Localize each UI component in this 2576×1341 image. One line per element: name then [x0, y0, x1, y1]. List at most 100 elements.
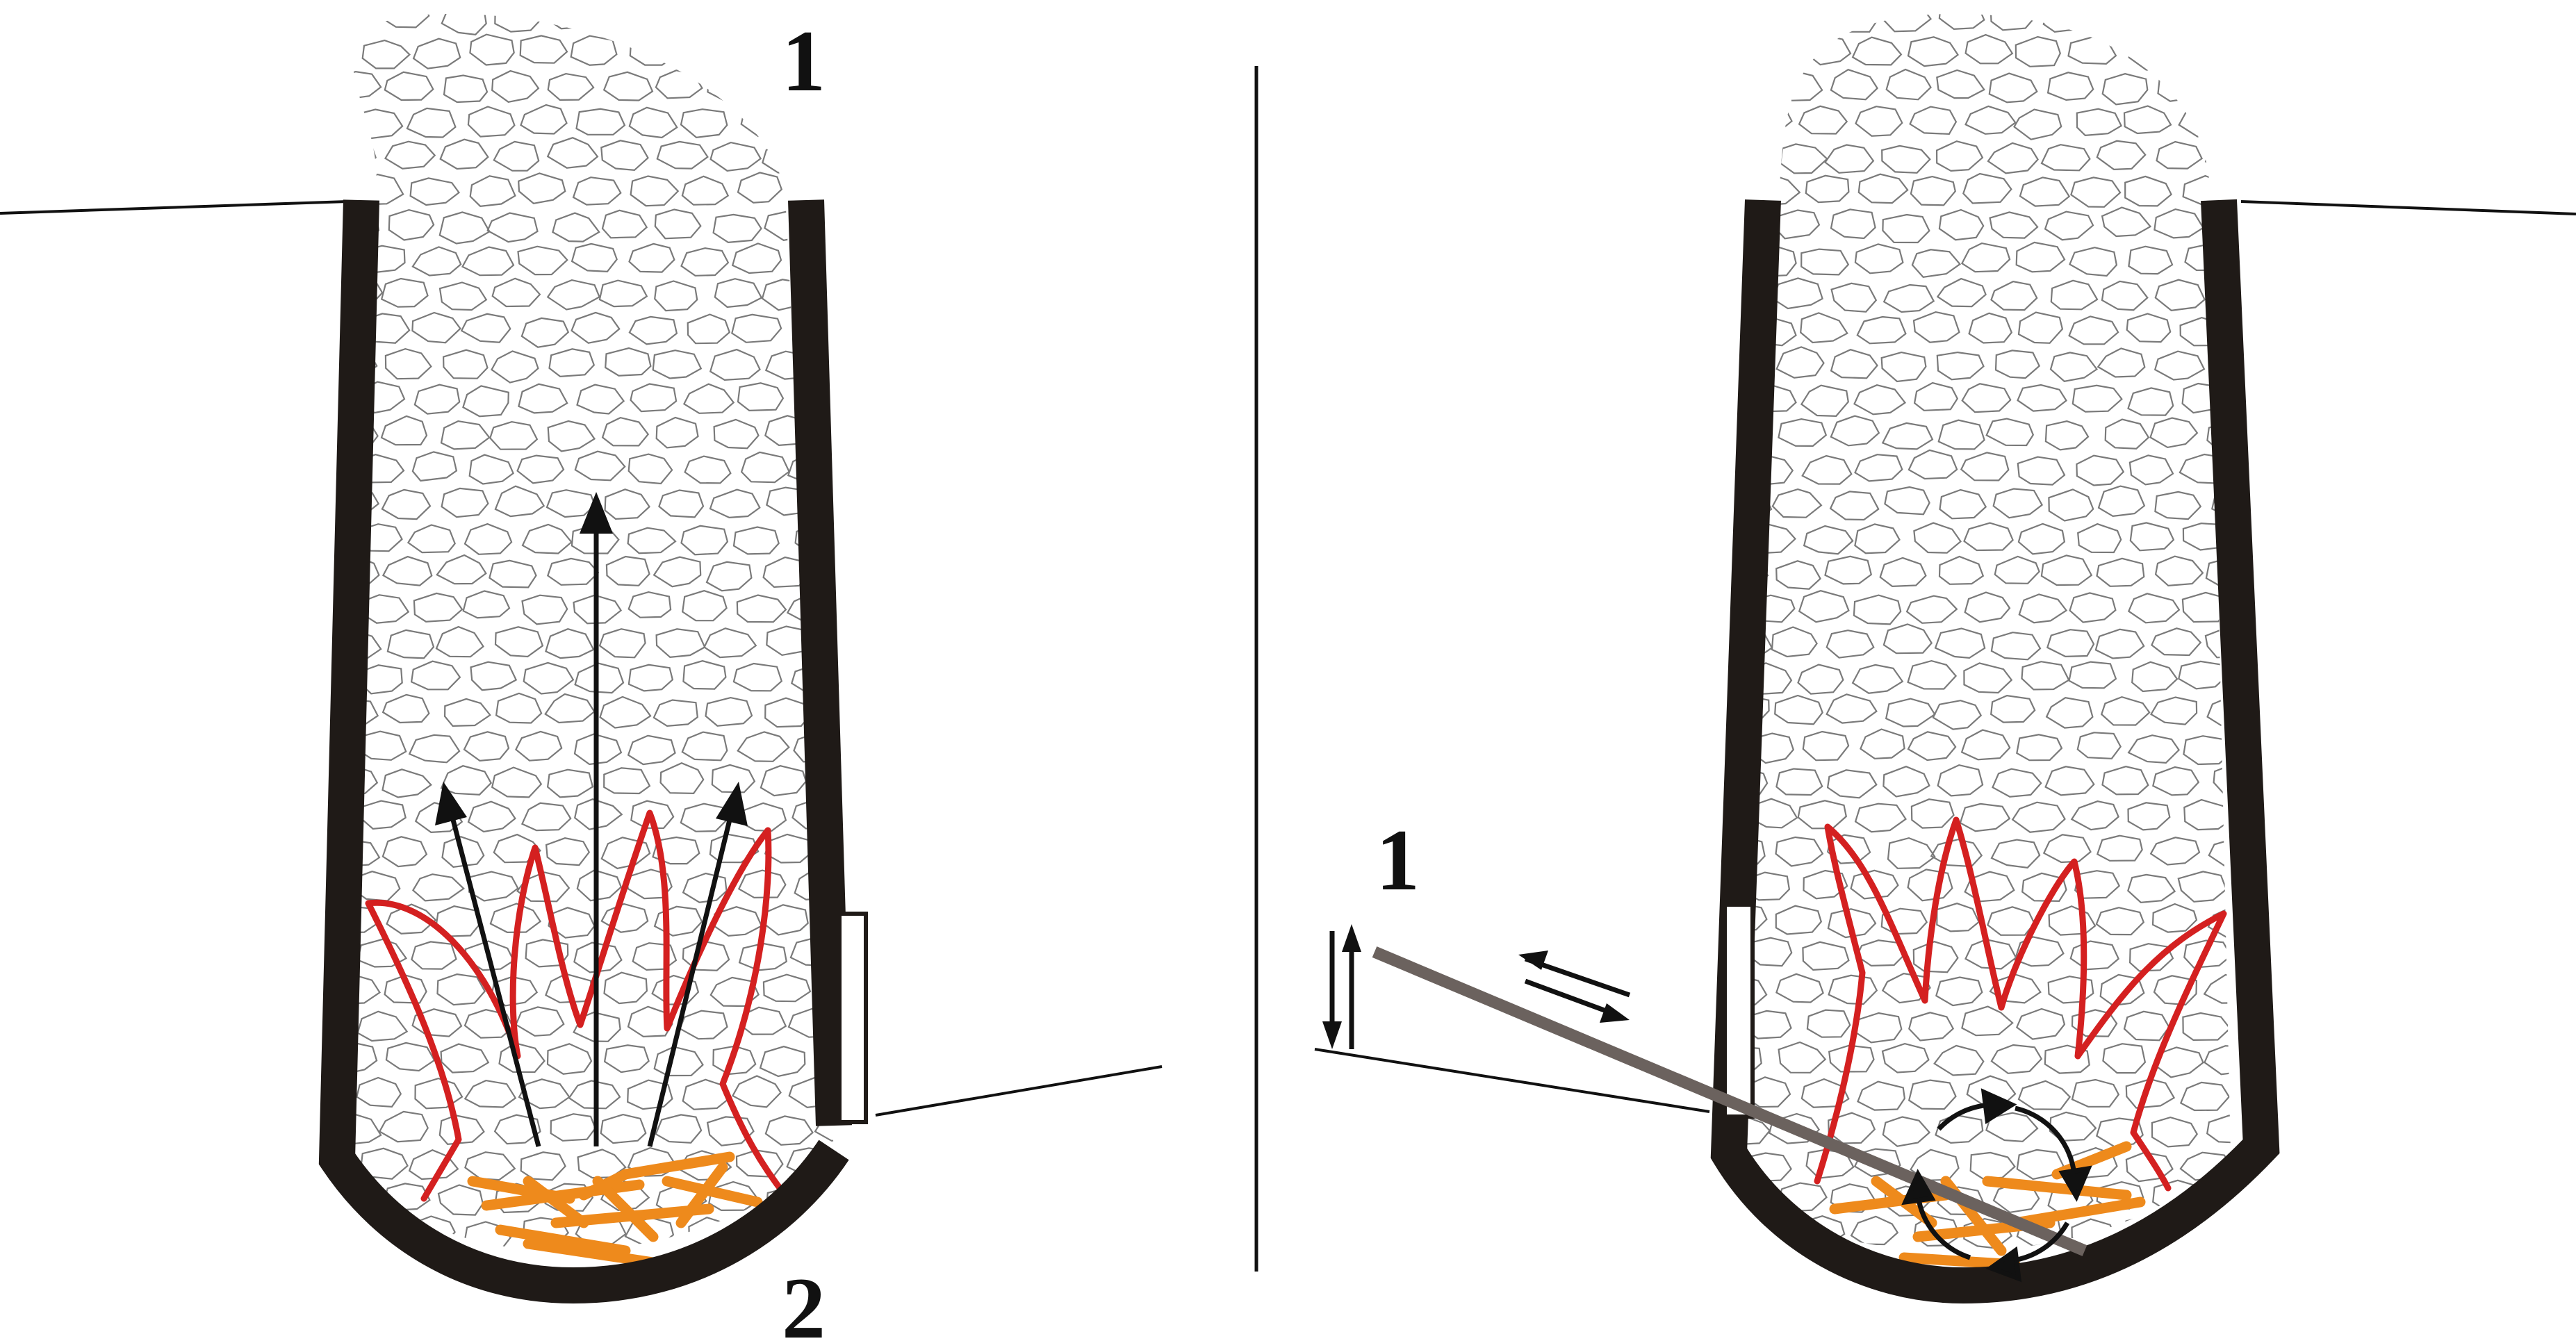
- stone-shape: [734, 527, 779, 554]
- stone-shape: [2077, 109, 2122, 135]
- stone-shape: [2019, 313, 2062, 343]
- stone-shape: [657, 142, 708, 169]
- stone-shape: [436, 627, 484, 657]
- stone-shape: [684, 384, 733, 413]
- stone-shape: [437, 555, 486, 584]
- stone-shape: [2046, 421, 2088, 450]
- stone-shape: [1939, 210, 1983, 240]
- stone-shape: [655, 907, 702, 936]
- stone-shape: [2179, 871, 2226, 901]
- stone-shape: [1778, 419, 1826, 446]
- stone-shape: [1992, 281, 2037, 310]
- stone-shape: [766, 1116, 813, 1144]
- stone-shape: [2151, 698, 2197, 725]
- stone-shape: [441, 421, 489, 449]
- stone-shape: [2128, 803, 2170, 830]
- stone-shape: [1914, 523, 1960, 553]
- stone-shape: [684, 37, 730, 65]
- stone-shape: [412, 313, 460, 343]
- stone-shape: [492, 351, 539, 382]
- stone-shape: [1775, 211, 1819, 239]
- stone-shape: [1776, 72, 1823, 101]
- stone-shape: [415, 385, 459, 414]
- stone-shape: [2020, 177, 2069, 206]
- stone-shape: [1693, 386, 1742, 414]
- stone-shape: [1798, 800, 1846, 828]
- stone-shape: [383, 837, 427, 866]
- stone-shape: [631, 176, 678, 206]
- stone-shape: [1773, 489, 1821, 518]
- ground-line-right: [2241, 201, 2576, 214]
- stone-shape: [2152, 1117, 2197, 1146]
- stone-shape: [495, 3, 541, 32]
- stone-shape: [518, 173, 565, 203]
- stone-shape: [551, 1114, 596, 1141]
- stone-shape: [463, 247, 514, 276]
- stone-shape: [326, 3, 372, 33]
- stone-shape: [408, 525, 454, 553]
- stone-shape: [1859, 174, 1908, 203]
- stone-shape: [1883, 1117, 1930, 1146]
- stone-shape: [414, 593, 462, 622]
- stone-shape: [2128, 875, 2174, 903]
- stone-shape: [1882, 1044, 1928, 1072]
- stone-shape: [714, 420, 759, 448]
- stone-shape: [522, 318, 568, 347]
- stone-shape: [844, 874, 888, 903]
- stone-shape: [1962, 384, 2011, 412]
- stone-shape: [2128, 593, 2179, 623]
- stone-shape: [575, 452, 625, 481]
- stone-shape: [2018, 457, 2065, 485]
- stone-shape: [2042, 145, 2090, 170]
- stone-shape: [2235, 318, 2286, 345]
- stone-shape: [1803, 456, 1852, 484]
- stone-shape: [760, 1046, 805, 1076]
- stone-shape: [1882, 352, 1926, 381]
- stone-shape: [1938, 765, 1983, 796]
- stone-shape: [573, 177, 621, 204]
- stone-shape: [1936, 978, 1982, 1006]
- stone-shape: [734, 664, 782, 691]
- stone-shape: [1830, 491, 1878, 520]
- stone-shape: [2072, 1080, 2119, 1107]
- stone-shape: [792, 108, 837, 138]
- stone-shape: [1993, 769, 2042, 797]
- stone-shape: [1910, 107, 1956, 134]
- stone-shape: [1987, 907, 2034, 935]
- stone-shape: [1776, 561, 1820, 589]
- stone-shape: [1964, 523, 2013, 550]
- stone-shape: [490, 422, 537, 450]
- stone-shape: [628, 736, 675, 764]
- stone-shape: [382, 279, 427, 307]
- stone-shape: [661, 763, 704, 793]
- stone-shape: [492, 71, 539, 102]
- stone-shape: [1779, 1042, 1826, 1073]
- stone-shape: [548, 1044, 591, 1073]
- stone-shape: [1882, 146, 1930, 173]
- stone-shape: [548, 421, 595, 451]
- stone-shape: [762, 144, 807, 173]
- stone-shape: [656, 1114, 701, 1142]
- stone-shape: [1964, 663, 2011, 693]
- stone-shape: [2179, 661, 2224, 689]
- stone-shape: [630, 317, 677, 345]
- stone-shape: [413, 247, 461, 275]
- stone-shape: [821, 1185, 867, 1212]
- stone-shape: [326, 1256, 377, 1282]
- stone-shape: [629, 665, 673, 691]
- stone-shape: [516, 732, 561, 761]
- stone-shape: [2049, 906, 2095, 935]
- stone-shape: [1883, 766, 1929, 796]
- stone-shape: [824, 1254, 866, 1282]
- stone-shape: [604, 768, 650, 793]
- stone-shape: [356, 1078, 400, 1107]
- stone-shape: [496, 693, 541, 723]
- stone-shape: [1940, 490, 1986, 518]
- stone-shape: [1911, 176, 1955, 205]
- stone-shape: [601, 140, 648, 170]
- stone-shape: [1883, 1, 1931, 31]
- stone-shape: [572, 313, 620, 343]
- stone-shape: [654, 557, 700, 587]
- stone-shape: [741, 452, 789, 482]
